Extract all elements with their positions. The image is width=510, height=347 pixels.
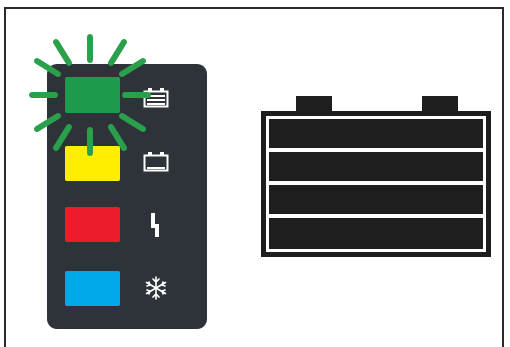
led-green — [65, 77, 120, 113]
battery-cell — [269, 152, 483, 181]
lightning-icon — [143, 212, 169, 238]
led-red — [65, 207, 120, 242]
battery-icon — [260, 96, 492, 258]
battery-cell — [269, 218, 483, 249]
battery-cell — [269, 185, 483, 214]
snowflake-icon — [143, 275, 169, 301]
battery-cell — [269, 119, 483, 148]
green-led-blinking — [20, 25, 160, 165]
led-blue — [65, 271, 120, 306]
